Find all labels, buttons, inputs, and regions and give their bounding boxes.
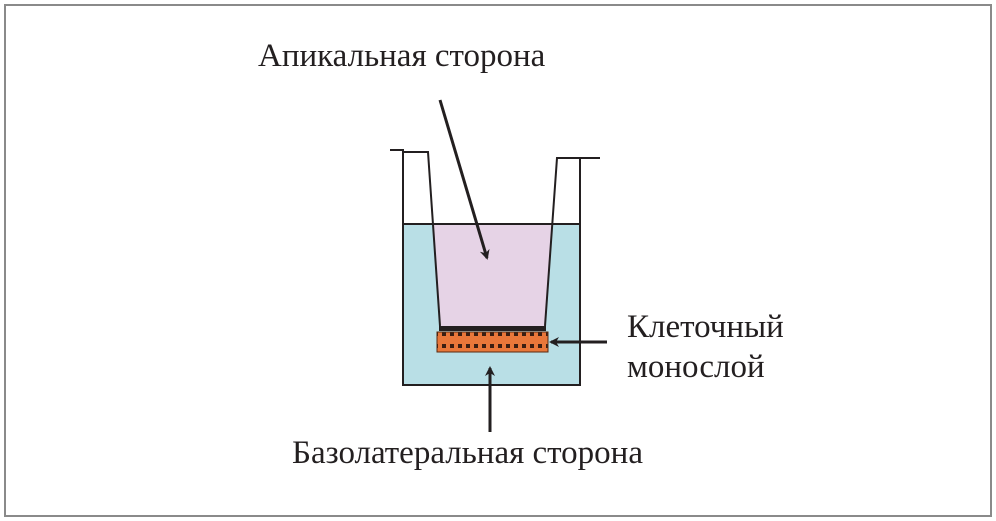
apical-arrow: [438, 99, 490, 260]
cell-monolayer: [436, 331, 549, 353]
membrane: [439, 326, 546, 331]
monolayer-label-line1: Клеточный: [627, 309, 784, 345]
monolayer-label-line2: монослой: [627, 349, 765, 385]
insert-wall-right: [544, 157, 580, 327]
insert-wall-left: [403, 151, 441, 327]
basolateral-side-label: Базолатеральная сторона: [292, 435, 643, 471]
figure-frame: [4, 4, 992, 517]
apical-side-label: Апикальная сторона: [258, 38, 546, 74]
apical-medium: [433, 224, 552, 328]
